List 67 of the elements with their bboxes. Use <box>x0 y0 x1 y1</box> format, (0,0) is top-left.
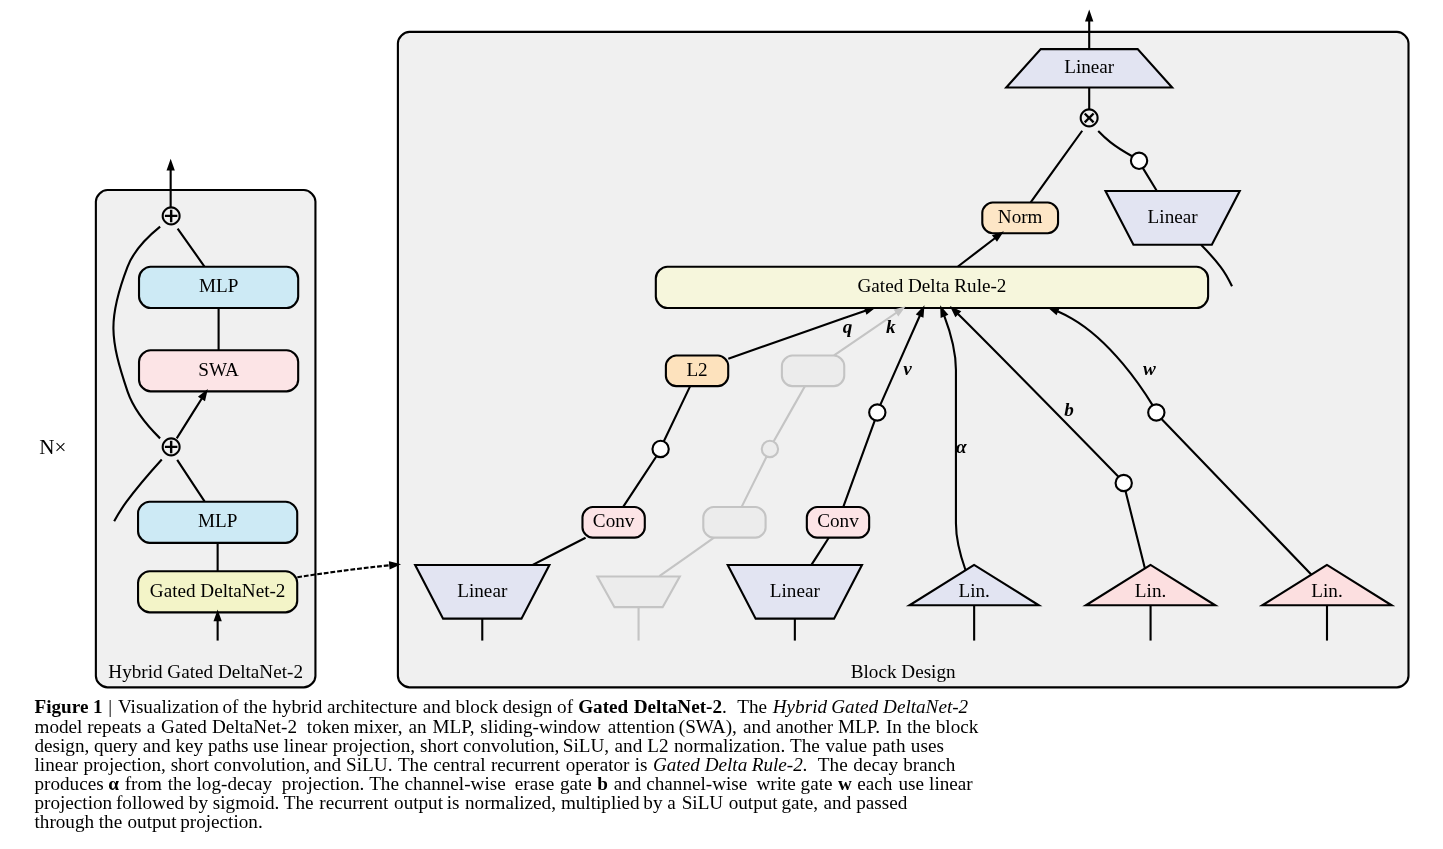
node-circle <box>1114 473 1133 493</box>
node-box: Gated DeltaNet-2 <box>137 570 299 614</box>
arrow <box>1047 306 1154 406</box>
connector <box>793 618 796 641</box>
node-box: SWA <box>137 349 300 393</box>
connector <box>112 225 161 440</box>
node-circle <box>760 439 780 459</box>
node-box: Norm <box>981 201 1060 235</box>
connector <box>176 228 206 268</box>
arrow <box>940 305 967 571</box>
connector <box>217 308 220 351</box>
arrow <box>166 158 175 208</box>
node-circle <box>651 439 670 459</box>
connector <box>810 537 830 566</box>
node-box <box>702 505 767 539</box>
connector <box>1029 130 1084 203</box>
node-label: N× <box>39 435 67 460</box>
node-box: L2 <box>664 354 730 388</box>
connector <box>216 543 219 571</box>
connector <box>1325 605 1329 641</box>
arrow <box>1085 9 1094 49</box>
connector <box>842 419 876 508</box>
connector <box>1124 490 1146 569</box>
connector <box>772 385 806 442</box>
edge-label: b <box>1064 399 1074 421</box>
edge-label: q <box>842 315 853 337</box>
arrow <box>879 305 925 405</box>
connector <box>1088 87 1091 110</box>
connector <box>176 459 206 503</box>
connector <box>1160 418 1312 576</box>
connector <box>113 458 163 522</box>
node-box: MLP <box>137 500 299 544</box>
connector <box>740 456 768 508</box>
edge-label: w <box>1142 357 1156 379</box>
edge-label: k <box>885 315 896 337</box>
connector <box>662 385 691 442</box>
connector <box>1149 605 1152 641</box>
connector <box>622 455 658 508</box>
connector <box>637 607 640 641</box>
connector <box>658 536 715 578</box>
node-text: ⊕ <box>158 430 183 463</box>
node-circle <box>1129 151 1149 171</box>
node-trapezoid <box>595 575 682 609</box>
connector <box>1200 244 1233 287</box>
edge-label: v <box>903 357 912 379</box>
connector <box>532 536 587 566</box>
node-text: ⊕ <box>158 199 183 232</box>
arrow <box>175 388 208 439</box>
node-box: Conv <box>805 505 871 539</box>
arrow <box>833 306 906 357</box>
node-box <box>780 354 846 388</box>
node-box: Gated Delta Rule-2 <box>654 265 1210 310</box>
arrow <box>297 561 402 579</box>
node-text: ⊗ <box>1077 101 1102 134</box>
node-circle <box>868 403 887 422</box>
node-circle <box>1147 403 1166 422</box>
connector <box>481 618 484 641</box>
connector <box>973 605 976 641</box>
node-box: MLP <box>137 265 300 310</box>
arrow <box>213 609 222 641</box>
arrow <box>957 231 1004 268</box>
caption: Figure 1 | Visualization of the hybrid architecture and block design of Gated DeltaNet-2. The Hybrid Gated DeltaNet-2 model repeats a Gated DeltaNet-2 token mixer, an MLP, sliding-window attention (SWA), and another MLP. In the block design, query and key paths use linear projection, short convolution, SiLU, and L2 normalization. The value path uses linear projection, short convolution, and SiLU. The central recurrent operator is Gated Delta Rule-2. The decay branch produces α from the log-decay projection. The channel-wise erase gate b and channel-wise write gate w each use linear projection followed by sigmoid. The recurrent output is normalized, multiplied by a SiLU output gate, and passed through the output projection. <box>34 696 979 833</box>
arrow <box>727 306 877 360</box>
node-box: Conv <box>581 505 646 539</box>
connector <box>1097 130 1133 158</box>
arrow <box>949 305 1120 478</box>
connector <box>1142 167 1158 192</box>
